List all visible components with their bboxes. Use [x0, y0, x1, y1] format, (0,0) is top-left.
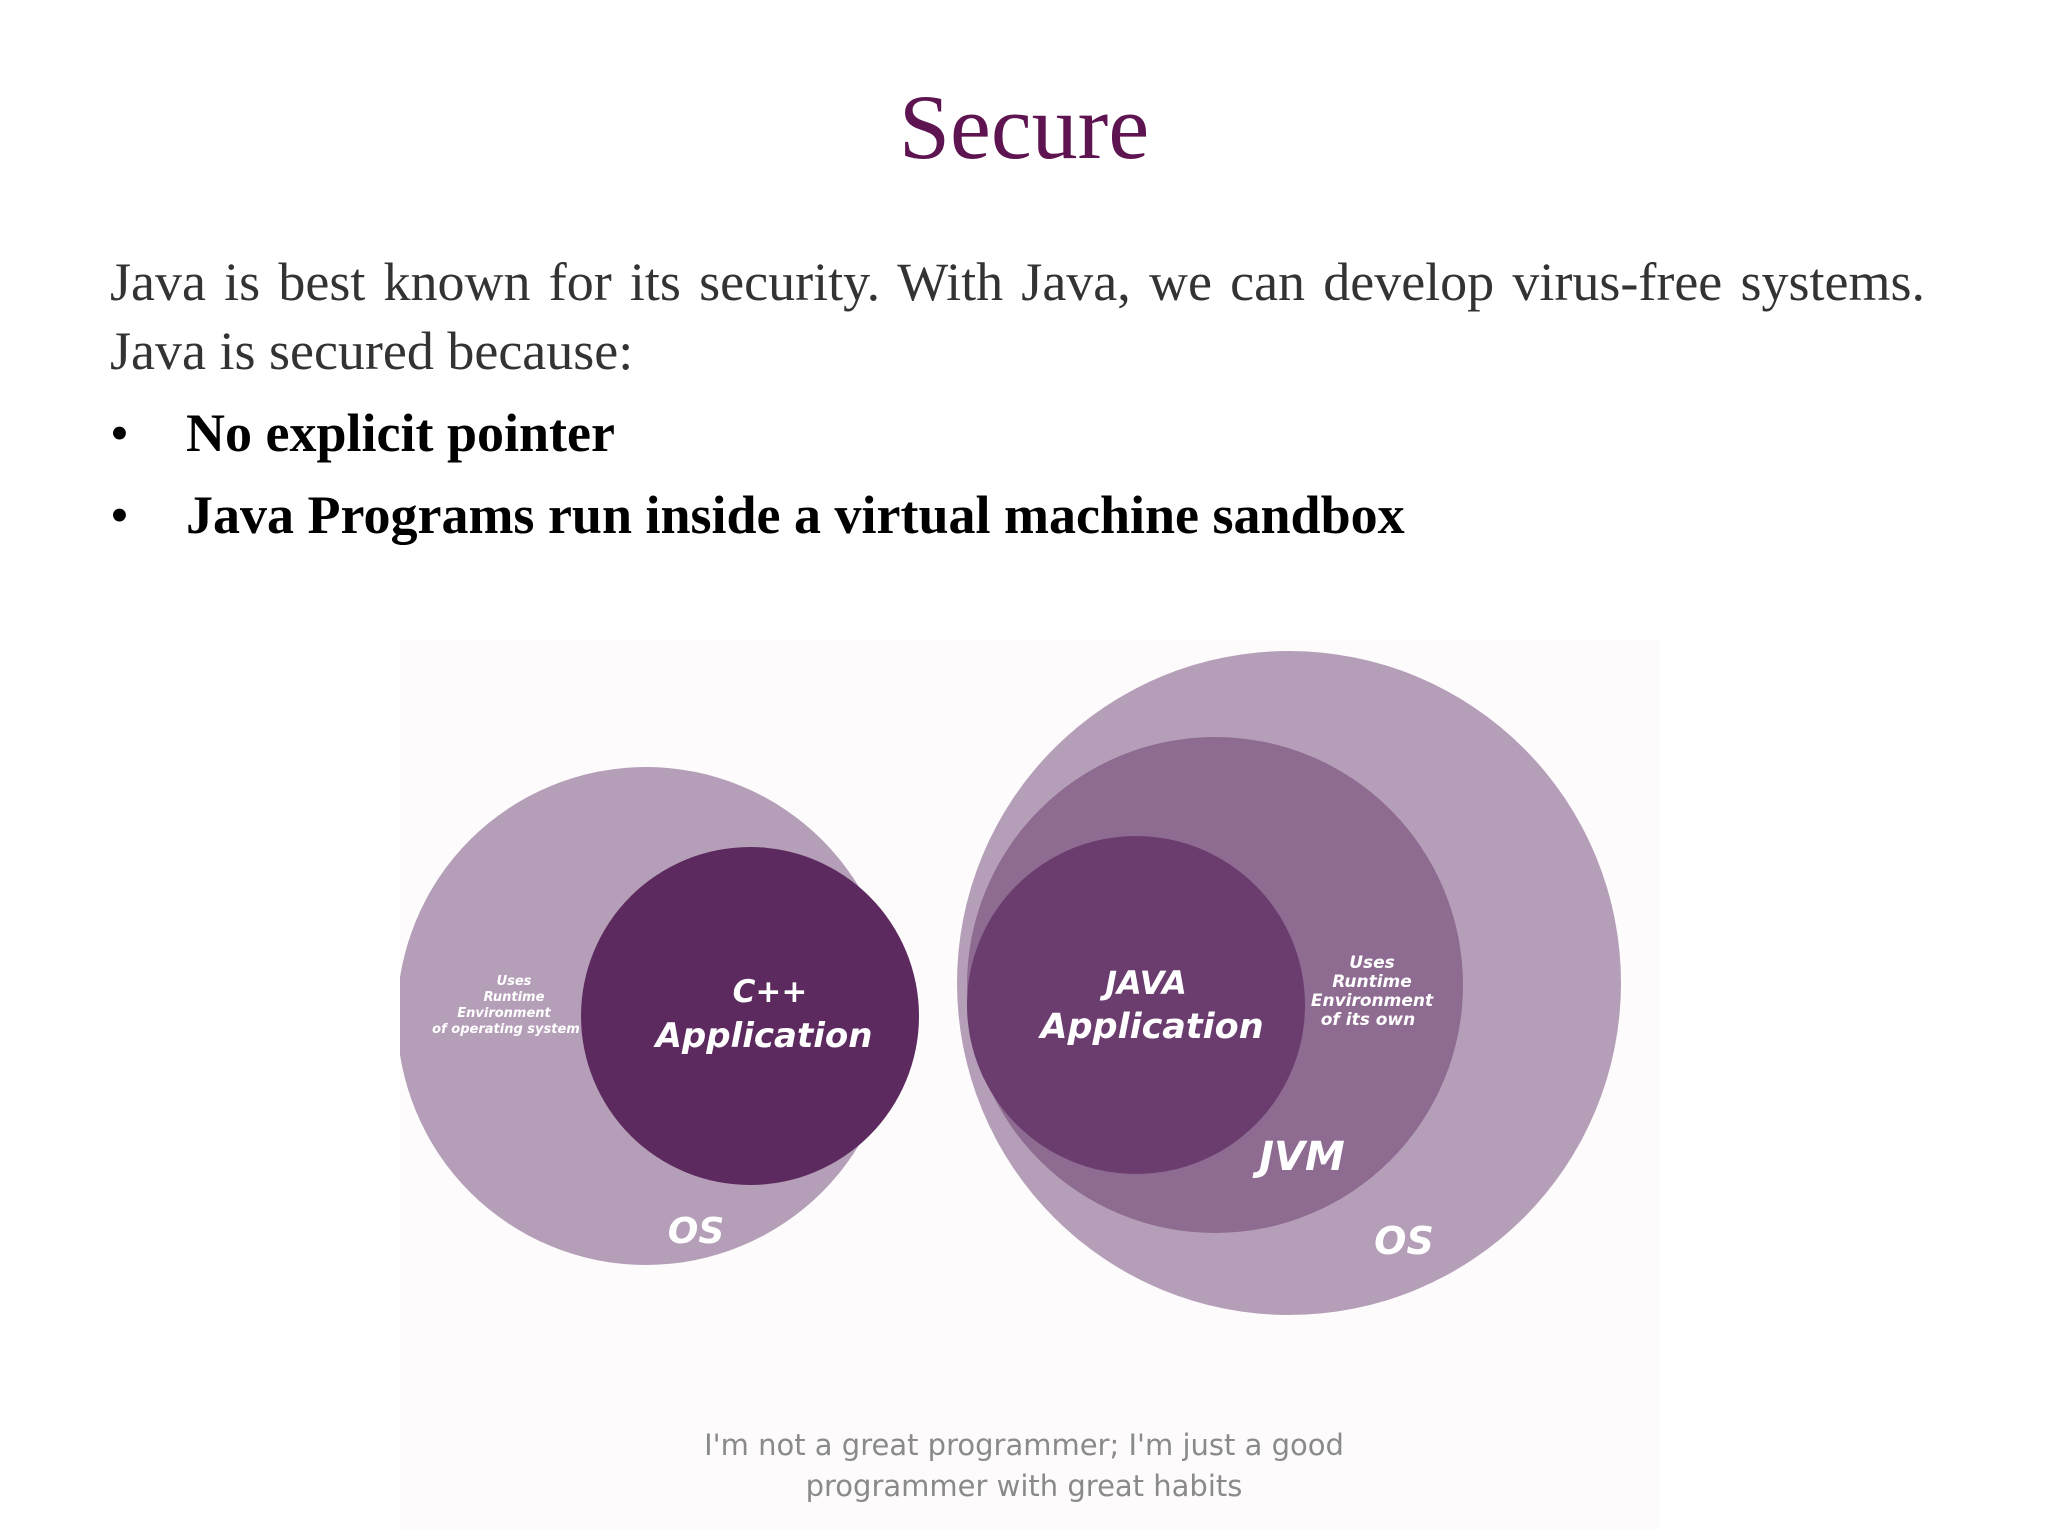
java-note-line4: of its own: [1321, 1010, 1415, 1030]
cpp-note-line4: of operating system: [432, 1022, 580, 1037]
bullet-text-no-explicit-pointer: No explicit pointer: [186, 403, 615, 463]
java-label-line1: JAVA: [1099, 964, 1187, 1002]
bullet-text-sandbox: Java Programs run inside a virtual machi…: [186, 485, 1405, 545]
slide-title: Secure: [898, 76, 1150, 178]
java-note-line3: Environment: [1311, 991, 1434, 1011]
cpp-note-line2: Runtime: [484, 990, 545, 1005]
cpp-label-line1: C++: [733, 974, 808, 1010]
bullet-dot: •: [110, 403, 129, 463]
footer-quote-line1: I'm not a great programmer; I'm just a g…: [704, 1428, 1344, 1462]
java-label-line2: Application: [1037, 1007, 1263, 1047]
java-note-line1: Uses: [1349, 953, 1395, 973]
bullet-list: • No explicit pointer • Java Programs ru…: [110, 398, 1925, 562]
cpp-note-line3: Environment: [457, 1006, 551, 1021]
runtime-comparison-diagram: C++ Application Uses Runtime Environment…: [400, 640, 1660, 1530]
intro-paragraph: Java is best known for its security. Wit…: [110, 252, 1925, 381]
cpp-label-line2: Application: [653, 1016, 873, 1056]
bullet-item: • Java Programs run inside a virtual mac…: [110, 480, 1925, 562]
footer-quote: I'm not a great programmer; I'm just a g…: [624, 1425, 1424, 1507]
diagram-svg: C++ Application Uses Runtime Environment…: [400, 651, 1621, 1315]
java-os-label: OS: [1374, 1219, 1434, 1263]
footer-quote-line2: programmer with great habits: [805, 1469, 1243, 1503]
bullet-item: • No explicit pointer: [110, 398, 1925, 480]
jvm-label: JVM: [1252, 1134, 1345, 1180]
java-note-line2: Runtime: [1332, 972, 1412, 992]
cpp-note-line1: Uses: [497, 974, 532, 989]
cpp-application-circle: [581, 847, 919, 1185]
cpp-os-label: OS: [668, 1211, 725, 1252]
bullet-dot: •: [110, 485, 129, 545]
java-application-circle: [967, 836, 1305, 1174]
